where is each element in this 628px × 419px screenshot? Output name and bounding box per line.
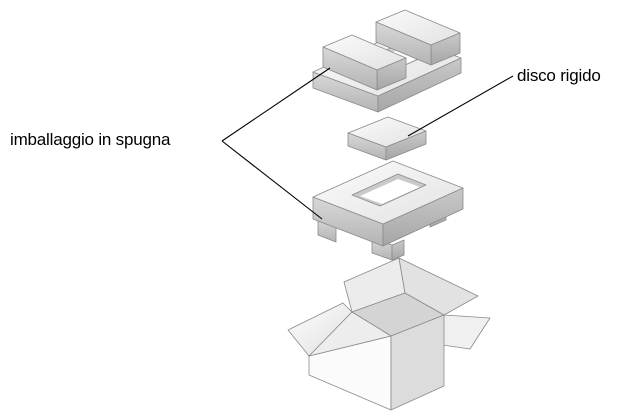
leader-line-foam-bottom: [221, 140, 323, 220]
hard-drive: [347, 116, 427, 161]
leader-line-foam-top: [221, 67, 331, 142]
top-foam-insert: [312, 9, 462, 113]
leader-lines: [221, 67, 514, 220]
label-foam-packaging: imballaggio in spugna: [10, 130, 171, 149]
bottom-foam-insert: [312, 160, 464, 261]
leader-line-hard-drive: [407, 75, 514, 137]
label-hard-drive: disco rigido: [517, 66, 601, 85]
cardboard-box: [287, 257, 491, 411]
